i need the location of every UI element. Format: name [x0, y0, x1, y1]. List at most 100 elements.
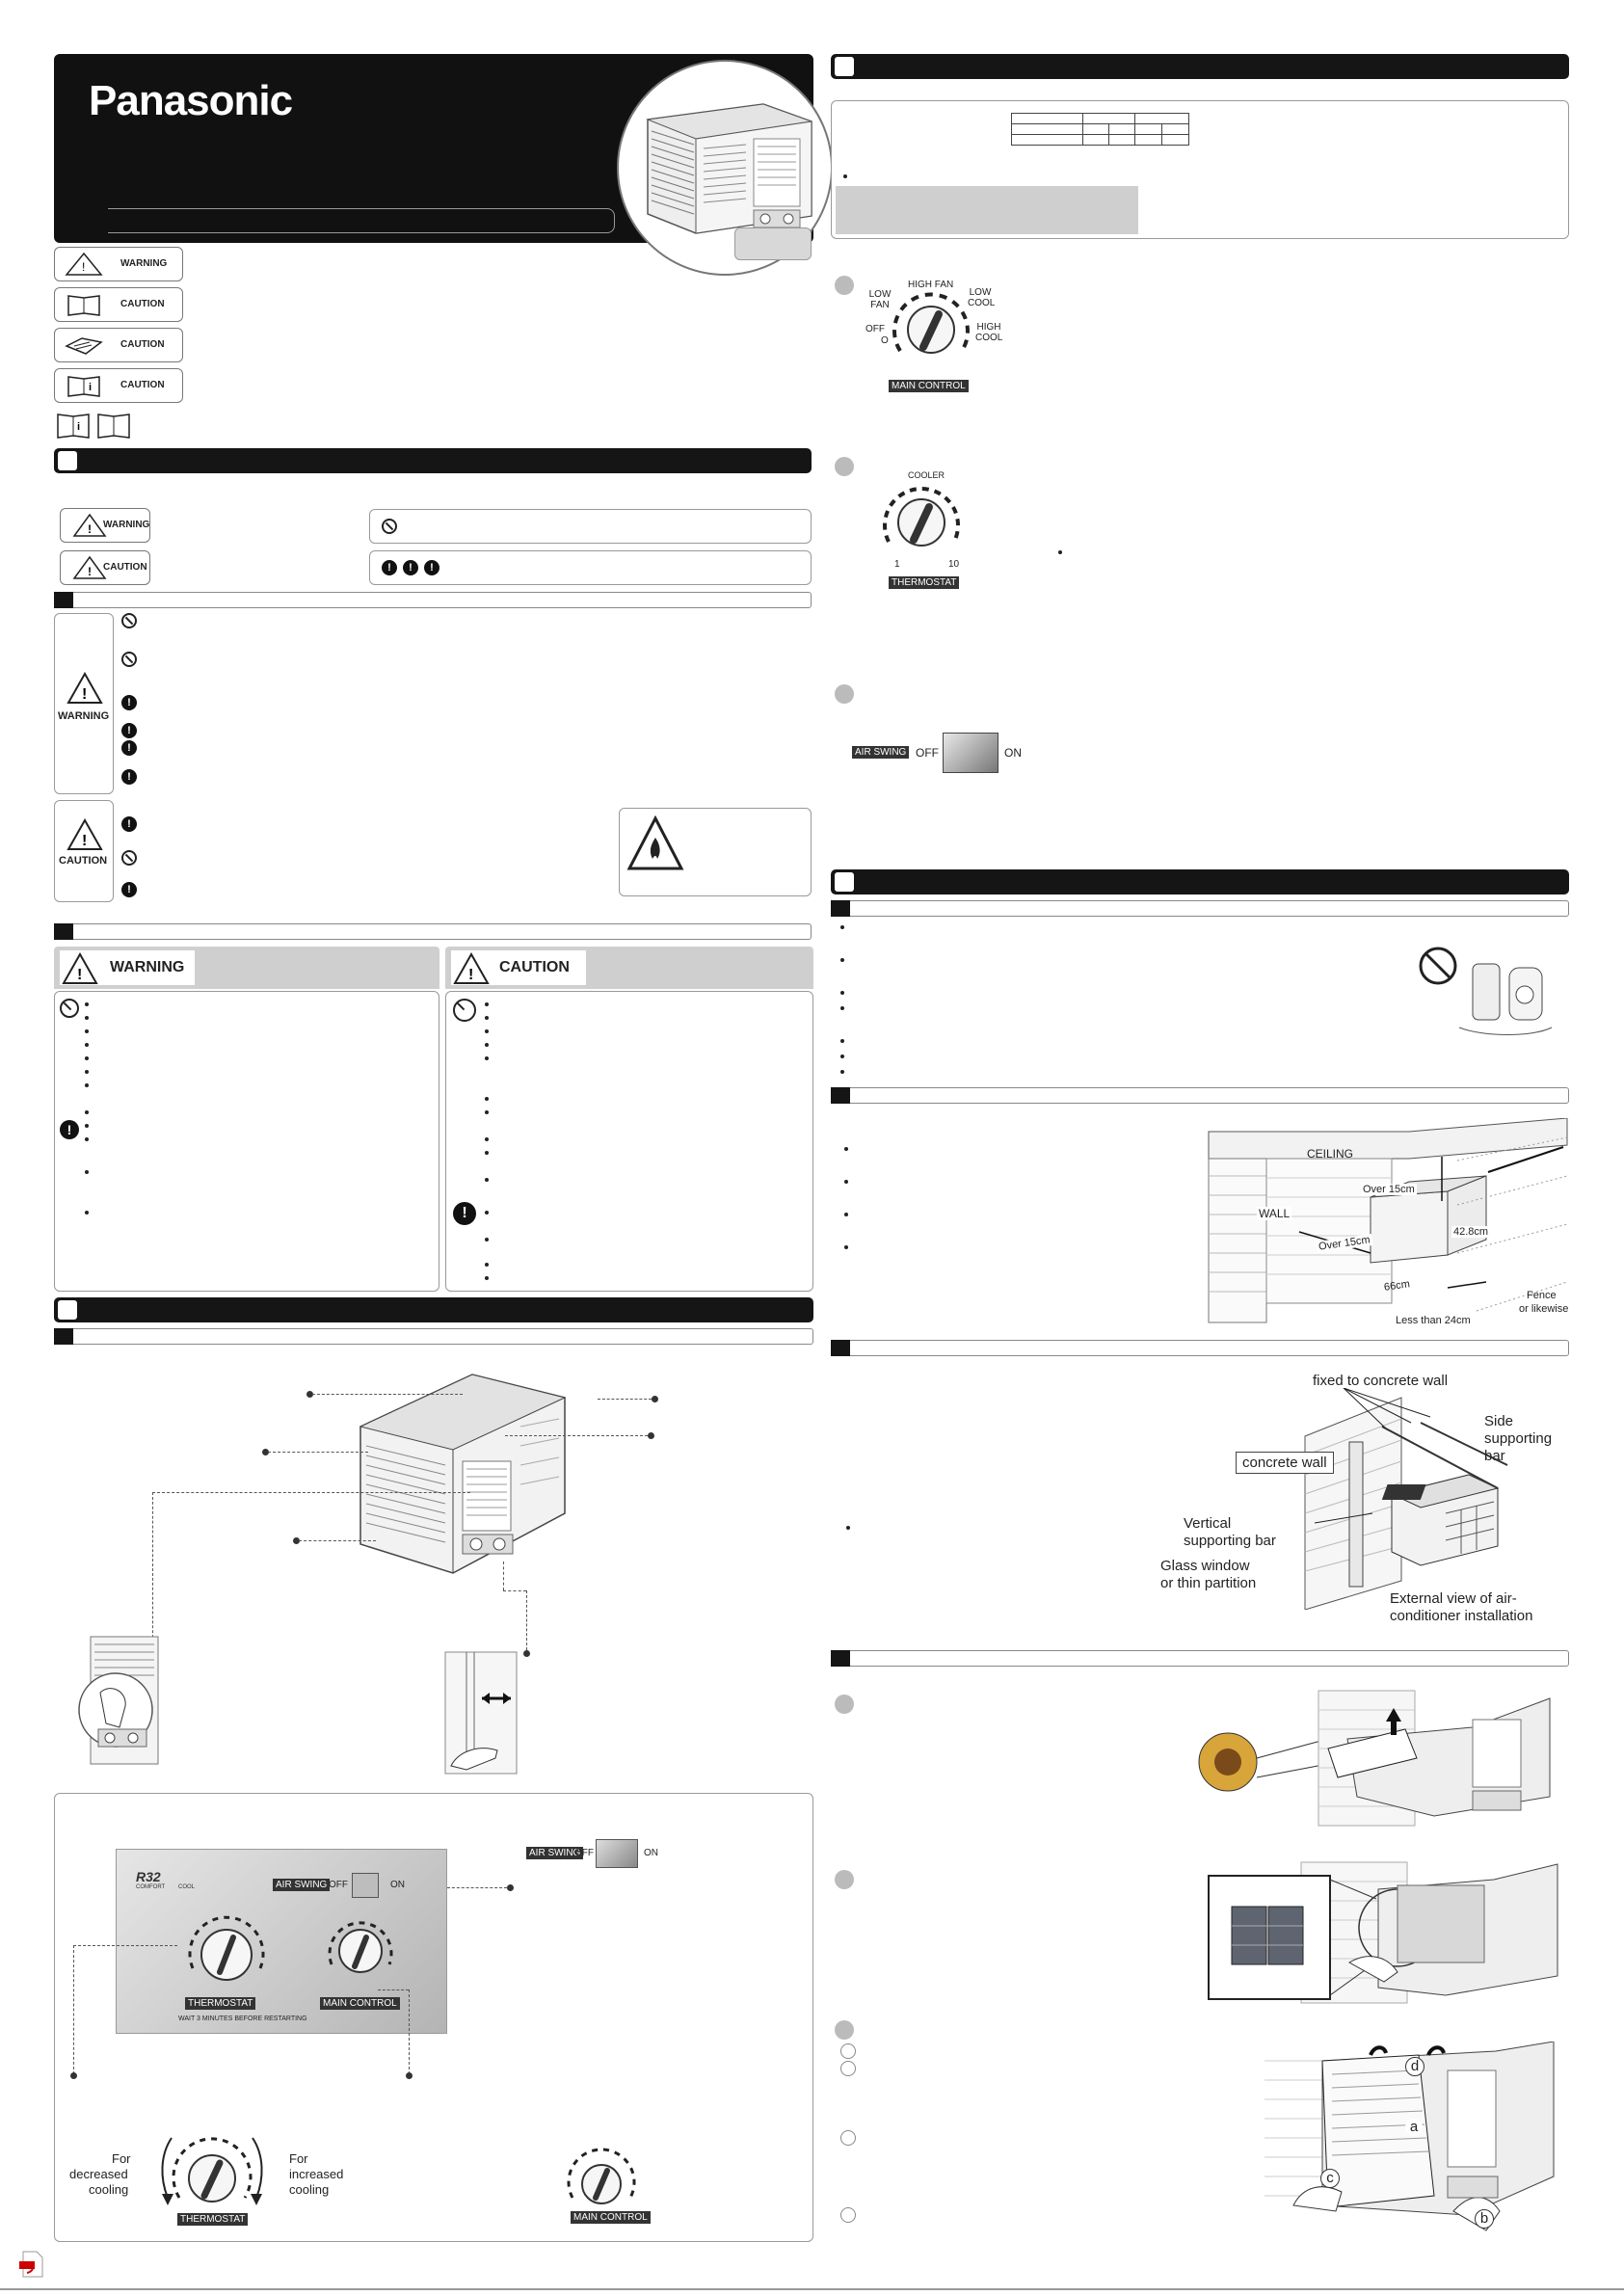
caution-definition-label: ! CAUTION [60, 550, 150, 585]
external-view-label-1: External view of air- [1390, 1590, 1517, 1607]
unit-parts-illustration [359, 1374, 567, 1574]
cooler-label: COOLER [908, 470, 945, 480]
caution-column [445, 991, 813, 1292]
caution-label-info: i CAUTION [54, 368, 183, 403]
caution-label-text: CAUTION [120, 339, 165, 350]
svg-text:!: ! [82, 686, 87, 703]
subsection-bar [54, 592, 812, 608]
sub-step-circle [840, 2061, 856, 2076]
height-label: 42.8cm [1451, 1226, 1491, 1238]
subsection-bar [831, 900, 1569, 917]
concrete-wall-label: concrete wall [1236, 1452, 1334, 1474]
warning-title-text: WARNING [110, 959, 185, 975]
info-book-pair-icon: i [57, 414, 130, 439]
side-bar-label-2: supporting [1484, 1430, 1553, 1447]
prohibited-icon [382, 519, 397, 534]
mandatory-icon: ! [121, 882, 137, 897]
mandatory-icon: ! [60, 1120, 79, 1139]
low-fan-label: LOW FAN [868, 289, 892, 310]
caution-label-manual: CAUTION [54, 328, 183, 362]
increased-cooling-text-1: For [289, 2151, 308, 2166]
product-image-circle [617, 60, 833, 276]
air-conditioner-illustration [646, 103, 812, 234]
vertical-bar-label-1: Vertical [1184, 1515, 1232, 1532]
step-number [835, 1695, 854, 1714]
main-control-dial[interactable] [864, 276, 1008, 376]
external-view-label-2: conditioner installation [1390, 1608, 1533, 1624]
svg-text:!: ! [82, 833, 87, 849]
warning-triangle-icon: ! [453, 952, 490, 984]
no-flammable-gas-illustration [1419, 947, 1553, 1035]
air-swing-switch[interactable] [943, 733, 998, 773]
earth-icon: ! [424, 560, 439, 575]
subsection-bar [54, 1328, 813, 1345]
step-b-marker: b [1475, 2209, 1494, 2229]
flammable-symbol-icon [626, 814, 684, 870]
front-panel-open-illustration [1198, 1690, 1551, 1827]
svg-text:i: i [77, 421, 80, 433]
caution-side-block: ! CAUTION [54, 800, 114, 902]
warning-column-title: ! WARNING [60, 950, 195, 985]
panel-thermostat-dial[interactable] [164, 1891, 289, 2007]
sub-step-circle [840, 2130, 856, 2146]
caution-column-title: ! CAUTION [451, 950, 586, 985]
svg-text:!: ! [468, 967, 473, 983]
section-bar-operation [831, 54, 1569, 79]
registered-mark [842, 91, 848, 96]
svg-text:!: ! [88, 565, 92, 578]
air-swing-tag: AIR SWING [852, 746, 910, 759]
open-book-icon [65, 337, 103, 355]
side-bar-label-1: Side [1484, 1413, 1514, 1429]
scale-1: 1 [894, 559, 900, 570]
side-bar-label-3: bar [1484, 1448, 1505, 1464]
pdf-icon[interactable] [19, 2250, 46, 2279]
warning-triangle-icon: ! [67, 818, 103, 850]
title-line [108, 208, 615, 233]
glass-window-label-1: Glass window [1160, 1558, 1250, 1574]
page-bottom-edge [0, 2288, 1624, 2290]
step-c-marker: c [1320, 2169, 1340, 2188]
vertical-bar-label-2: supporting bar [1184, 1533, 1276, 1549]
louver-adjust-illustration [78, 1636, 159, 1765]
step-number [835, 276, 854, 295]
fixed-label: fixed to concrete wall [1313, 1373, 1449, 1389]
high-cool-label: HIGH COOL [975, 322, 1003, 343]
caution-label-text: CAUTION [120, 380, 165, 390]
panel-air-swing-off: OFF [329, 1880, 348, 1890]
concrete-wall-diagram [1304, 1388, 1508, 1610]
installation-clearance-diagram [1208, 1118, 1568, 1323]
glass-window-label-2: or thin partition [1160, 1575, 1257, 1591]
note-box [836, 186, 1138, 234]
caution-label-text: CAUTION [103, 562, 147, 573]
sub-step-circle [840, 2043, 856, 2059]
prohibited-icon [60, 999, 79, 1018]
increased-cooling-text-3: cooling [289, 2182, 330, 2197]
subsection-bar [831, 1650, 1569, 1667]
panel-main-control-dial[interactable] [312, 1905, 409, 2001]
ceiling-label: CEILING [1307, 1147, 1354, 1161]
caution-title-text: CAUTION [499, 959, 570, 975]
section-bar-parts [54, 1297, 813, 1322]
step-a-marker: a [1405, 2119, 1423, 2136]
mandatory-icon: ! [121, 816, 137, 832]
book-icon [67, 295, 100, 316]
warning-triangle-icon: ! [72, 555, 107, 579]
fence-label: Fence [1527, 1290, 1557, 1301]
warning-side-block: ! WARNING [54, 613, 114, 794]
warning-label-text: WARNING [103, 520, 150, 530]
prohibited-icon [453, 999, 476, 1022]
panel-air-swing-on: ON [390, 1880, 405, 1890]
thermostat-label: THERMOSTAT [889, 576, 960, 589]
r32-logo: R32 [136, 1869, 161, 1884]
thermostat-dial[interactable] [873, 474, 970, 571]
prohibited-icon [121, 613, 137, 628]
mandatory-icon: ! [382, 560, 397, 575]
svg-text:i: i [89, 382, 92, 393]
step-number [835, 684, 854, 704]
air-swing-switch[interactable] [596, 1839, 638, 1868]
step-d-marker: d [1405, 2057, 1424, 2076]
comfort-text: COMFORT [136, 1884, 166, 1890]
low-cool-label: LOW COOL [968, 287, 996, 308]
panel-air-swing-switch[interactable] [352, 1873, 379, 1898]
caution-label-book: CAUTION [54, 287, 183, 322]
